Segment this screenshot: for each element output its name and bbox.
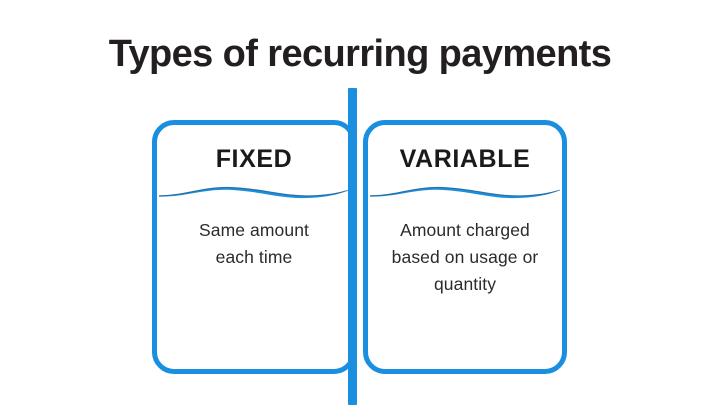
wave-divider-icon xyxy=(158,181,350,201)
card-fixed: FIXED Same amount each time xyxy=(152,120,356,374)
card-fixed-body: Same amount each time xyxy=(198,220,310,267)
card-fixed-content: FIXED Same amount each time xyxy=(157,125,351,369)
vertical-divider-bar xyxy=(348,88,357,405)
card-variable-content: VARIABLE Amount charged based on usage o… xyxy=(368,125,562,369)
card-variable: VARIABLE Amount charged based on usage o… xyxy=(363,120,567,374)
wave-divider-icon xyxy=(369,181,561,201)
card-fixed-heading: FIXED xyxy=(215,145,293,173)
card-variable-heading: VARIABLE xyxy=(399,145,531,173)
card-variable-body: Amount charged based on usage or quantit… xyxy=(391,220,539,294)
page-title: Types of recurring payments xyxy=(108,33,612,75)
